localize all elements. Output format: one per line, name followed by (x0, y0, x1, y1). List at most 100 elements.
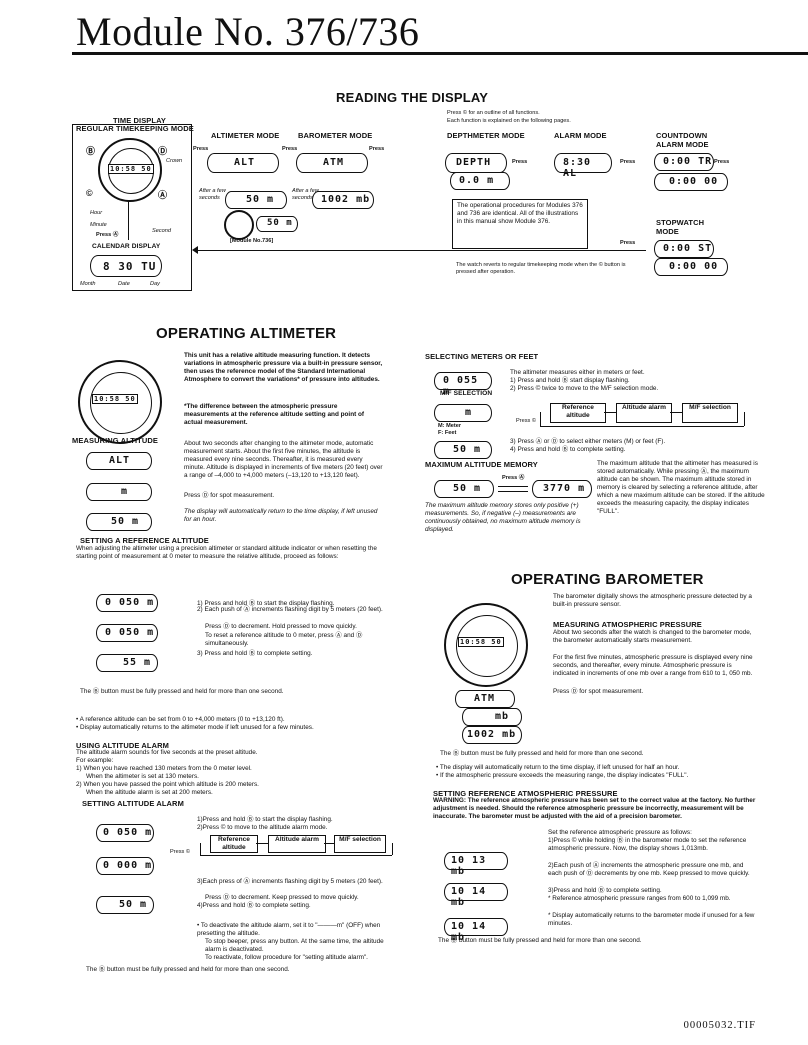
meters-loop-right (744, 412, 745, 426)
set-bullet-2: * Display automatically returns to the b… (548, 912, 755, 927)
watch-lcd: 10:58 50 (108, 164, 154, 174)
press-label-6: Press (714, 159, 730, 165)
meters-flow-mf: M/F selection (682, 403, 738, 423)
max-press-a: Press Ⓐ (502, 475, 525, 481)
meters-press-c: Press © (516, 418, 536, 424)
alarm-text-4: When the altimeter is set at 130 meters. (86, 773, 199, 780)
ref-step-2c: To reset a reference altitude to 0 meter… (205, 632, 363, 647)
ref-button-note: The Ⓑ button must be fully pressed and h… (80, 688, 284, 695)
alarm-step-3a: 3)Each press of Ⓐ increments flashing di… (197, 878, 383, 885)
deactivate-2: To stop beeper, press any button. At the… (205, 938, 384, 953)
barometer-spot: Press Ⓓ for spot measurement. (553, 688, 644, 695)
stopwatch-lcd-2: 0:00 00 (654, 258, 728, 276)
set-lcd-2: 10 14 mb (444, 883, 508, 908)
minute-label: Minute (90, 222, 107, 228)
button-d-icon: Ⓓ (158, 146, 168, 156)
reading-heading: READING THE DISPLAY (336, 90, 489, 105)
meters-flow-ref: Reference altitude (550, 403, 606, 423)
depth-lcd: DEPTH (445, 153, 507, 173)
barometer-intro: The barometer digitally shows the atmosp… (553, 593, 752, 608)
baro-lcd-1: ATM (455, 690, 515, 708)
ref-lcd-2: 0 050 m (96, 624, 158, 642)
countdown-lcd-2: 0:00 00 (654, 173, 728, 191)
baro-button-note: The Ⓑ button must be fully pressed and h… (440, 750, 644, 757)
depth-mode-label: DEPTHMETER MODE (447, 131, 525, 140)
flow-loop-bottom (200, 855, 392, 856)
atm-lcd: ATM (296, 153, 368, 173)
baro-lcd-2: mb (462, 708, 522, 726)
meters-flow-arrow-2 (670, 412, 682, 413)
max-italic-note: The maximum altitude memory stores only … (425, 502, 581, 533)
flow-mf-selection: M/F selection (334, 835, 386, 853)
alt-measure-lcd-2: m (86, 483, 152, 501)
meters-lcd-2: m (434, 404, 492, 422)
barometer-measure-2: For the first five minutes, atmospheric … (553, 654, 753, 677)
deactivate-1: • To deactivate the altitude alarm, set … (197, 922, 381, 937)
flow-arrow-2 (324, 843, 334, 844)
button-a-icon: Ⓐ (158, 190, 168, 200)
meters-lcd-1: 0 055 m (434, 372, 492, 397)
setting-alarm-heading: SETTING ALTITUDE ALARM (82, 799, 184, 808)
altimeter-spot: Press Ⓓ for spot measurement. (184, 492, 275, 499)
flow-arrow-1 (256, 843, 268, 844)
measuring-altitude-label: MEASURING ALTITUDE (72, 436, 158, 445)
altimeter-watch: 10:58 50 (78, 360, 162, 444)
time-display-label: TIME DISPLAY (113, 116, 167, 125)
watch-face: 10:58 50 (98, 138, 162, 202)
small-watch-icon (224, 210, 254, 240)
ref-lcd-1: 0 050 m (96, 594, 158, 612)
meters-text-3: 2) Press © twice to move to the M/F sele… (510, 385, 659, 392)
alarm-press-c: Press © (170, 849, 190, 855)
measuring-pressure-heading: MEASURING ATMOSPHERIC PRESSURE (553, 620, 702, 629)
module-736-label: [Module No.736] (230, 238, 274, 244)
meters-heading: SELECTING METERS OR FEET (425, 352, 539, 361)
max-arrow (498, 486, 528, 492)
barometer-mode-label: BAROMETER MODE (298, 131, 373, 140)
file-label: 00005032.TIF (683, 1020, 756, 1031)
baro-bullet-2: • If the atmospheric pressure exceeds th… (436, 772, 689, 779)
altimeter-heading: OPERATING ALTIMETER (156, 325, 337, 342)
calendar-lcd: 8 30 TU (90, 255, 162, 277)
meters-text-2: 1) Press and hold Ⓑ start display flashi… (510, 377, 630, 384)
set-button-note: The Ⓑ button must be fully pressed and h… (438, 937, 642, 944)
set-reference-heading: SETTING A REFERENCE ALTITUDE (80, 536, 209, 545)
meters-text-4: 3) Press Ⓐ or Ⓓ to select either meters … (510, 438, 666, 445)
reading-note-1: Press © for an outline of all functions. (447, 110, 540, 116)
flow-loop-right (392, 843, 393, 855)
baro-bullet-1: • The display will automatically return … (436, 764, 680, 771)
meters-loop-left (540, 412, 541, 426)
alarm-text-1: The altitude alarm sounds for five secon… (76, 749, 258, 756)
meters-text-1: The altimeter measures either in meters … (510, 369, 645, 376)
press-a-label: Press Ⓐ (96, 232, 119, 238)
altimeter-auto-return: The display will automatically return to… (184, 508, 378, 523)
hour-label: Hour (90, 210, 103, 216)
depth-lcd-2: 0.0 m (450, 172, 510, 190)
ref-lcd-3: 55 m (96, 654, 158, 672)
set-reference-text: When adjusting the altimeter using a pre… (76, 545, 377, 560)
press-label-3: Press (369, 146, 385, 152)
set-text-0: Set the reference atmospheric pressure a… (548, 829, 692, 836)
alarm-lcd-1: 0 050 m (96, 824, 154, 842)
using-alarm-heading: USING ALTITUDE ALARM (76, 741, 169, 750)
flow-loop-left (200, 843, 201, 855)
mf-feet: F: Feet (438, 430, 457, 436)
barometer-heading: OPERATING BAROMETER (511, 571, 704, 588)
max-memory-heading: MAXIMUM ALTITUDE MEMORY (425, 460, 538, 469)
altimeter-measure-text: About two seconds after changing to the … (184, 440, 383, 479)
alarm-text-2: For example: (76, 757, 114, 764)
barometer-watch: 10:58 50 (444, 603, 528, 687)
calendar-display-label: CALENDAR DISPLAY (92, 243, 161, 250)
alarm-text-5: 2) When you have passed the point which … (76, 781, 259, 788)
date-label: Date (118, 281, 130, 287)
alt-measure-lcd-1: ALT (86, 452, 152, 470)
module-lcd: 50 m (256, 216, 298, 232)
altimeter-note: *The difference between the atmospheric … (184, 403, 365, 426)
regular-mode-label: REGULAR TIMEKEEPING MODE (76, 124, 194, 133)
set-text-2: 2)Each push of Ⓐ increments the atmosphe… (548, 862, 750, 877)
mf-meter: M: Meter (438, 423, 461, 429)
page-title: Module No. 376/736 (76, 9, 420, 54)
button-b-icon: Ⓑ (86, 146, 96, 156)
meters-lcd-3: 50 m (434, 441, 492, 459)
month-label: Month (80, 281, 96, 287)
after-few-1: After a few seconds (199, 188, 226, 201)
